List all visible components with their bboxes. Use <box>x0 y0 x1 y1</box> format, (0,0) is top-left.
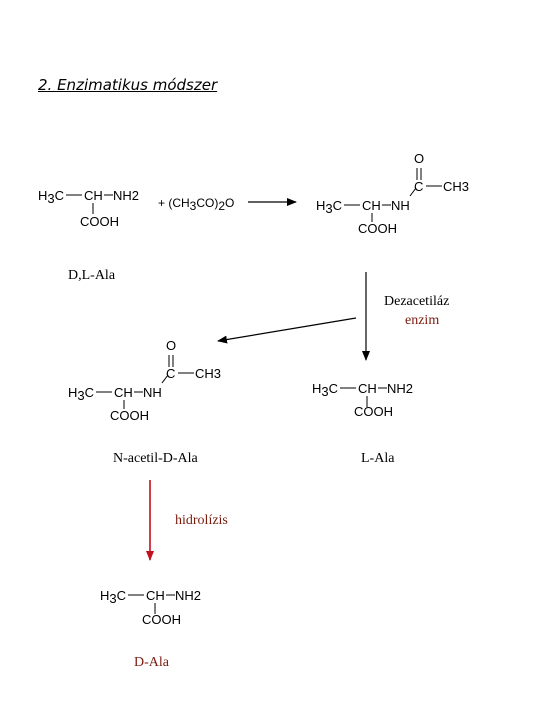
subscript-3: 3 <box>325 201 332 216</box>
atom-ch: CH <box>358 381 377 396</box>
label-hydrolysis: hidrolízis <box>175 513 228 528</box>
subscript-3: 3 <box>462 179 469 194</box>
label-enzyme-name: Dezacetiláz <box>384 294 450 309</box>
subscript-3: 3 <box>47 191 54 206</box>
label-n-acetyl-d-ala: N-acetil-D-Ala <box>113 451 198 466</box>
reagent-acetic-anhydride: + (CH3CO)2O <box>158 196 234 213</box>
atom-h: H <box>38 188 47 203</box>
atom-nh: NH <box>387 381 406 396</box>
molecule-l-ala: H3C CH NH2 COOH <box>312 381 413 419</box>
atom-ch: CH <box>146 588 165 603</box>
atom-c: C <box>117 588 126 603</box>
subscript-2: 2 <box>406 381 413 396</box>
subscript-2: 2 <box>194 588 201 603</box>
atom-o: O <box>166 338 176 353</box>
svg-text:NH2: NH2 <box>175 588 201 603</box>
subscript-3: 3 <box>321 384 328 399</box>
group-cooh: COOH <box>354 404 393 419</box>
group-cooh: COOH <box>80 214 119 229</box>
svg-text:NH2: NH2 <box>113 188 139 203</box>
atom-c: C <box>414 179 423 194</box>
atom-h: H <box>100 588 109 603</box>
atom-nh: NH <box>143 385 162 400</box>
molecule-dl-ala: H3C CH NH2 COOH <box>38 188 139 229</box>
page-title: 2. Enzimatikus módszer <box>38 76 218 94</box>
subscript-3: 3 <box>77 388 84 403</box>
molecule-n-acetyl-dl-ala: O C CH3 H3C CH NH COOH <box>316 151 469 236</box>
label-l-ala: L-Ala <box>361 451 395 466</box>
svg-text:NH2: NH2 <box>387 381 413 396</box>
svg-text:H3C: H3C <box>100 588 126 606</box>
svg-text:H3C: H3C <box>312 381 338 399</box>
reaction-arrow-separation <box>217 317 357 344</box>
atom-h: H <box>312 381 321 396</box>
molecule-n-acetyl-d-ala: O C CH3 H3C CH NH COOH <box>68 338 221 423</box>
atom-ch: CH <box>84 188 103 203</box>
subscript-2: 2 <box>132 188 139 203</box>
group-cooh: COOH <box>142 612 181 627</box>
atom-nh: NH <box>113 188 132 203</box>
molecule-d-ala: H3C CH NH2 COOH <box>100 588 201 627</box>
atom-c: C <box>329 381 338 396</box>
atom-o: O <box>414 151 424 166</box>
group-cooh: COOH <box>110 408 149 423</box>
subscript-3: 3 <box>109 591 116 606</box>
svg-text:H3C: H3C <box>38 188 64 206</box>
atom-c: C <box>55 188 64 203</box>
atom-nh: NH <box>391 198 410 213</box>
group-cooh: COOH <box>358 221 397 236</box>
svg-text:H3C: H3C <box>316 198 342 216</box>
svg-text:CH3: CH3 <box>195 366 221 381</box>
atom-c: C <box>85 385 94 400</box>
svg-text:H3C: H3C <box>68 385 94 403</box>
atom-ch: CH <box>443 179 462 194</box>
atom-h: H <box>316 198 325 213</box>
atom-ch: CH <box>362 198 381 213</box>
atom-c: C <box>166 366 175 381</box>
atom-h: H <box>68 385 77 400</box>
atom-ch: CH <box>195 366 214 381</box>
label-dl-ala: D,L-Ala <box>68 268 116 283</box>
svg-text:CH3: CH3 <box>443 179 469 194</box>
atom-c: C <box>333 198 342 213</box>
label-d-ala: D-Ala <box>134 655 169 670</box>
subscript-3: 3 <box>214 366 221 381</box>
label-enzyme: enzim <box>405 313 440 328</box>
atom-ch: CH <box>114 385 133 400</box>
atom-nh: NH <box>175 588 194 603</box>
